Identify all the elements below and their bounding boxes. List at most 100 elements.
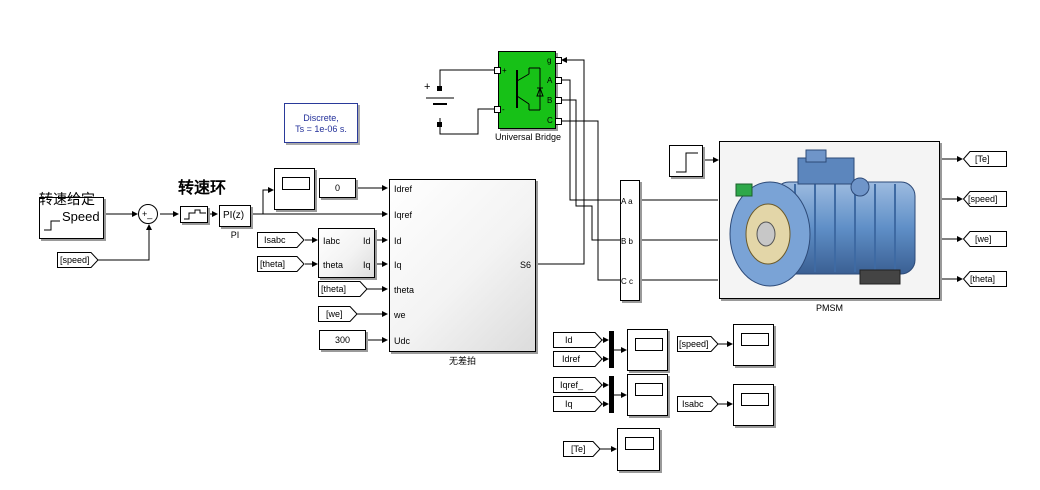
from-te-tag[interactable] — [563, 441, 601, 457]
goto-speed-label: [speed] — [968, 194, 998, 204]
speed-scope[interactable] — [733, 324, 774, 366]
transform-in-theta: theta — [323, 260, 344, 270]
deadbeat-caption: 无差拍 — [448, 356, 476, 366]
pi-controller-block[interactable]: PI(z) — [219, 205, 251, 227]
constant-zero-block[interactable]: 0 — [319, 178, 356, 198]
from-we-tag[interactable] — [318, 306, 358, 322]
speed-block-label: Speed — [62, 209, 100, 224]
from-id-tag[interactable] — [553, 332, 603, 348]
goto-theta-tag[interactable] — [963, 271, 1007, 287]
from-id-label: Id — [565, 335, 573, 345]
from-iq-label: Iq — [565, 399, 573, 409]
vm-port-b: B b — [621, 237, 634, 246]
dc-source-plus: + — [424, 81, 431, 93]
from-we-label: [we] — [326, 309, 343, 319]
mux-2[interactable] — [609, 376, 614, 413]
goto-we-tag[interactable] — [963, 231, 1007, 247]
zoh-icon — [184, 209, 206, 220]
deadbeat-in-udc: Udc — [394, 336, 411, 346]
from-theta-tag[interactable] — [257, 256, 305, 272]
constant-zero-value: 0 — [334, 183, 340, 193]
from-isabc-tag[interactable] — [257, 232, 305, 248]
from-speed-label: [speed] — [60, 255, 90, 265]
constant-udc-value: 300 — [334, 335, 351, 345]
iq-scope[interactable] — [627, 374, 668, 416]
deadbeat-in-iq: Iq — [394, 260, 402, 270]
vm-port-a: A a — [621, 197, 633, 206]
solver-line1: Discrete, — [303, 113, 339, 123]
pi-caption: PI — [230, 230, 240, 240]
sum-signs: +_ — [142, 209, 153, 219]
deadbeat-in-we: we — [394, 310, 406, 320]
voltage-measurement-block[interactable]: A a B b C c — [620, 180, 640, 301]
wire-s6-bridge — [536, 57, 585, 265]
goto-te-tag[interactable] — [963, 151, 1007, 167]
transform-out-iq: Iq — [363, 260, 371, 270]
from-theta2-label: [theta] — [321, 284, 347, 294]
iqref-scope[interactable] — [274, 168, 315, 210]
sum-block[interactable]: +_ — [138, 204, 158, 224]
from-idref-label: Idref — [562, 354, 581, 364]
isabc-scope[interactable] — [733, 384, 774, 426]
deadbeat-in-theta: theta — [394, 285, 415, 295]
abc-to-dq-block[interactable]: Iabc theta Id Iq — [318, 228, 375, 278]
from-theta2-tag[interactable] — [318, 281, 368, 297]
from-theta-label: [theta] — [260, 259, 286, 269]
from-iq-tag[interactable] — [553, 396, 603, 412]
from-iqref-tag[interactable] — [553, 377, 603, 393]
from-idref-tag[interactable] — [553, 351, 603, 367]
wire-bridge-a — [557, 79, 620, 201]
from-speed-tag[interactable] — [57, 252, 99, 268]
deadbeat-in-idref: Idref — [394, 184, 413, 194]
bridge-port-g: g — [547, 56, 552, 65]
pmsm-caption: PMSM — [816, 303, 843, 313]
wire-bridge-b — [557, 99, 620, 241]
load-torque-step-block[interactable] — [669, 145, 703, 177]
from-isabc2-tag[interactable] — [677, 396, 719, 412]
vm-port-c: C c — [621, 277, 633, 286]
transform-in-iabc: Iabc — [323, 236, 341, 246]
bridge-port-plus: + — [502, 66, 507, 75]
scope-screen — [282, 177, 310, 190]
scope-screen — [741, 333, 769, 346]
from-speed2-tag[interactable] — [677, 336, 719, 352]
bridge-port-b: B — [547, 96, 553, 105]
pmsm-block[interactable] — [719, 141, 940, 299]
te-scope[interactable] — [617, 428, 660, 471]
constant-udc-block[interactable]: 300 — [319, 330, 366, 350]
zero-order-hold-block[interactable] — [180, 206, 208, 223]
id-scope[interactable] — [627, 329, 668, 371]
goto-theta-label: [theta] — [970, 274, 996, 284]
deadbeat-controller-block[interactable]: Idref Iqref Id Iq theta we Udc S6 — [389, 179, 536, 352]
universal-bridge-block[interactable]: g A B C + - — [498, 51, 556, 129]
motor-picture — [720, 142, 939, 298]
wire-dc-minus — [439, 108, 497, 135]
from-isabc-label: Isabc — [264, 235, 286, 245]
speed-loop-title: 转速环 — [178, 180, 227, 197]
transform-out-id: Id — [363, 236, 371, 246]
bridge-port-minus: - — [502, 105, 505, 114]
bridge-caption: Universal Bridge — [494, 132, 562, 142]
goto-speed-tag[interactable] — [963, 191, 1007, 207]
wire-feedback-sum — [97, 224, 152, 261]
bridge-port-a: A — [547, 76, 553, 85]
from-te-label: [Te] — [571, 444, 586, 454]
powergui-block[interactable]: Discrete, Ts = 1e-06 s. — [284, 103, 358, 143]
wire-dc-plus — [439, 69, 497, 88]
igbt-icon — [516, 67, 544, 111]
goto-we-label: [we] — [975, 234, 992, 244]
speed-reference-block[interactable]: Speed — [39, 197, 104, 239]
goto-te-label: [Te] — [975, 154, 990, 164]
solver-line2: Ts = 1e-06 s. — [295, 124, 347, 134]
scope-screen — [635, 338, 663, 351]
deadbeat-out-s6: S6 — [520, 260, 532, 270]
mux-1[interactable] — [609, 331, 614, 368]
dc-voltage-source[interactable] — [420, 82, 464, 128]
wire-bridge-c — [557, 120, 620, 281]
from-iqref-label: Iqref_ — [560, 380, 584, 390]
from-speed2-label: [speed] — [679, 339, 709, 349]
pi-block-text: PI(z) — [223, 210, 245, 221]
speed-block-title: 转速给定 — [39, 191, 95, 207]
scope-screen — [635, 383, 663, 396]
